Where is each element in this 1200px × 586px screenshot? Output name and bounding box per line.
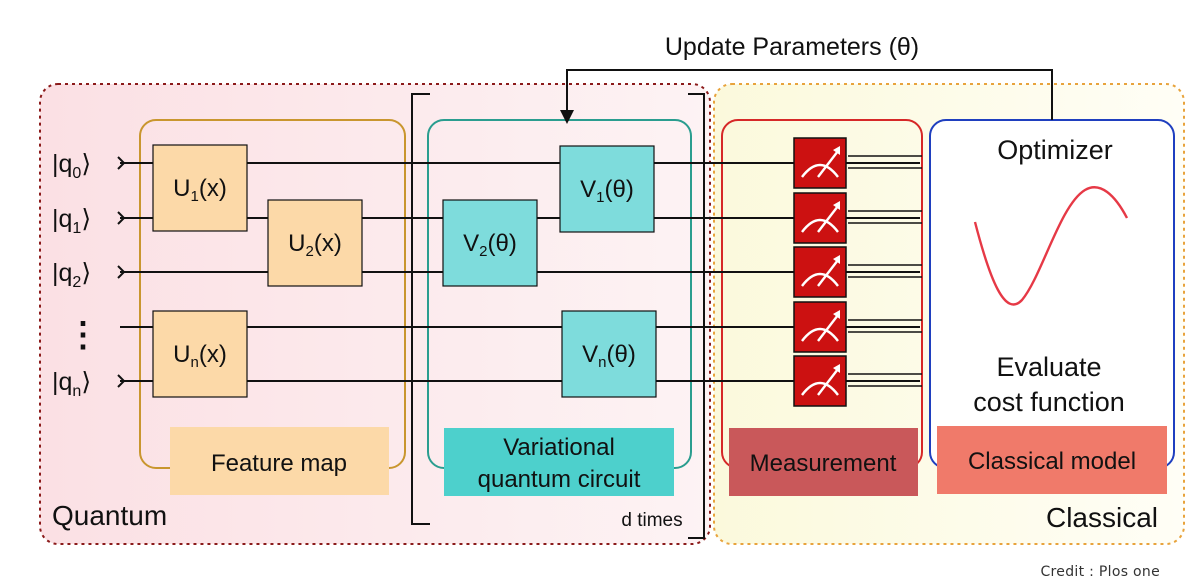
qubit-label-q0: |q0⟩ [52,150,91,182]
cost-curve [973,186,1129,306]
evaluate-label-line1: Evaluate [996,352,1101,382]
feature-gate-u2: U2(x) [267,199,363,287]
meter-icon [793,137,847,189]
qubit-label-qn: |qn⟩ [52,368,91,400]
measurement-chip: Measurement [729,428,918,496]
variational-chip: Variational quantum circuit [444,428,674,496]
optimizer-label: Optimizer [997,135,1113,165]
credit-text: Credit : Plos one [1040,564,1160,580]
classical-label: Classical [1046,502,1158,533]
svg-text:U1(x): U1(x) [173,175,227,205]
classical-model-chip: Classical model [937,426,1167,494]
feature-map-chip: Feature map [170,427,389,495]
update-parameters-label: Update Parameters (θ) [665,33,919,61]
qubit-ellipsis: ⋮ [66,316,100,354]
meter-icon [793,355,847,407]
variational-gate-vn: Vn(θ) [561,310,657,398]
repeat-bracket [411,93,430,525]
quantum-label: Quantum [52,500,167,531]
measurement-meters [793,137,847,407]
update-feedback-arrow [560,69,1053,124]
meter-icon [793,301,847,353]
meter-icon [793,246,847,298]
variational-gate-v1: V1(θ) [559,145,655,233]
svg-text:Classical model: Classical model [968,448,1136,475]
qubit-arrows [117,156,126,388]
feature-gate-un: Un(x) [152,310,248,398]
svg-text:Feature map: Feature map [211,450,347,477]
variational-gate-v2: V2(θ) [442,199,538,287]
qubit-label-q2: |q2⟩ [52,259,91,291]
evaluate-label-line2: cost function [973,387,1125,417]
feature-gate-u1: U1(x) [152,144,248,232]
meter-icon [793,192,847,244]
svg-text:U2(x): U2(x) [288,230,342,260]
svg-text:Measurement: Measurement [750,450,897,477]
svg-text:Variational: Variational [503,434,615,461]
svg-text:V2(θ): V2(θ) [463,230,517,260]
svg-text:Un(x): Un(x) [173,341,227,371]
svg-text:Vn(θ): Vn(θ) [582,341,636,371]
repeat-bracket-right [688,93,705,539]
qubit-labels: |q0⟩ |q1⟩ |q2⟩ ⋮ |qn⟩ [52,150,100,400]
arrowhead-icon [560,110,574,124]
qubit-label-q1: |q1⟩ [52,205,91,237]
svg-text:V1(θ): V1(θ) [580,176,634,206]
svg-text:quantum circuit: quantum circuit [478,466,641,493]
d-times-label: d times [621,510,682,531]
classical-wires [848,155,922,387]
